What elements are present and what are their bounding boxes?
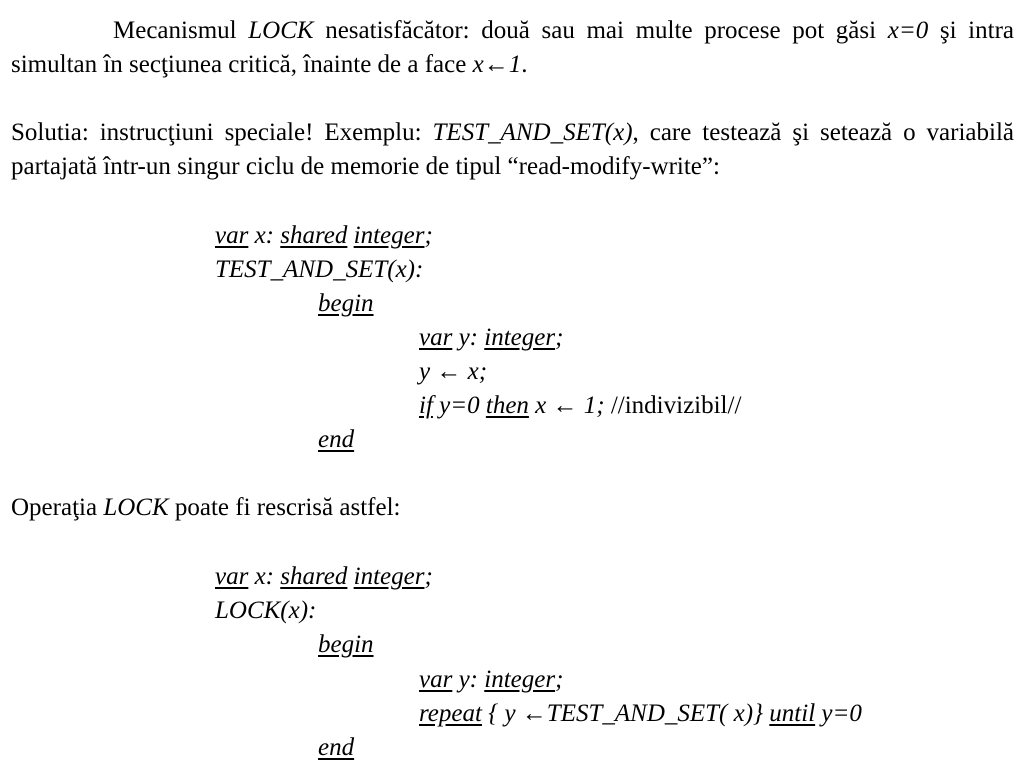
text: Mecanismul [113, 17, 249, 44]
code-text: y ← x; [419, 358, 488, 385]
function-signature: TEST_AND_SET(x): [215, 256, 424, 283]
code-text: ; [555, 666, 564, 693]
keyword-shared: shared [280, 222, 348, 249]
lock-term: LOCK [248, 17, 314, 44]
keyword-begin: begin [318, 631, 374, 658]
keyword-then: then [485, 392, 529, 419]
keyword-end: end [318, 426, 355, 453]
code-line-local-decl: var y: integer; [419, 321, 563, 355]
code-line-shared-decl: var x: shared integer; [215, 219, 433, 253]
code-line-repeat: repeat { y ←TEST_AND_SET( x)} until y=0 [419, 697, 862, 731]
keyword-repeat: repeat [419, 700, 482, 727]
code-line-end: end [318, 423, 354, 457]
keyword-integer: integer [484, 666, 556, 693]
code-text: ; [555, 324, 564, 351]
code-line-end: end [318, 731, 354, 765]
keyword-integer: integer [353, 222, 425, 249]
text: şi intra simultan în secţiunea critică, … [11, 17, 1014, 78]
lock-term: LOCK [103, 494, 169, 521]
text: . [521, 51, 528, 78]
code-line-local-decl: var y: integer; [419, 663, 563, 697]
keyword-var: var [419, 324, 453, 351]
text: Solutia: instrucţiuni speciale! Exemplu: [11, 119, 433, 146]
paragraph-solution: Solutia: instrucţiuni speciale! Exemplu:… [11, 116, 1014, 184]
keyword-begin: begin [318, 290, 374, 317]
code-line-func-name: TEST_AND_SET(x): [215, 253, 423, 287]
code-text: y: [452, 324, 485, 351]
x-zero-term: x=0 [887, 17, 929, 44]
assign-term: x←1 [472, 51, 522, 78]
text: nesatisfăcător: două sau mai multe proce… [313, 17, 888, 44]
code-text: { y ←TEST_AND_SET( x)} [481, 700, 770, 727]
code-line-assign: y ← x; [419, 355, 487, 389]
keyword-integer: integer [353, 563, 425, 590]
code-text: ; [424, 563, 433, 590]
keyword-until: until [769, 700, 816, 727]
paragraph-lock-rewrite: Operaţia LOCK poate fi rescrisă astfel: [11, 491, 1014, 525]
text: , care testează şi setează o variabilă p… [11, 119, 1015, 180]
keyword-end: end [318, 734, 355, 761]
function-signature: LOCK(x): [215, 597, 317, 624]
text: Operaţia [11, 494, 104, 521]
code-comment: //indivizibil// [604, 392, 742, 419]
keyword-shared: shared [280, 563, 348, 590]
keyword-if: if [419, 392, 433, 419]
code-text: x ← 1; [528, 392, 605, 419]
code-line-begin: begin [318, 628, 374, 662]
code-text: ; [424, 222, 433, 249]
code-line-func-name: LOCK(x): [215, 594, 316, 628]
test-and-set-term: TEST_AND_SET(x) [432, 119, 633, 146]
code-text: y=0 [815, 700, 862, 727]
keyword-integer: integer [484, 324, 556, 351]
code-text: x: [248, 222, 281, 249]
code-line-begin: begin [318, 287, 374, 321]
text: poate fi rescrisă astfel: [168, 494, 401, 521]
keyword-var: var [215, 563, 249, 590]
code-line-shared-decl: var x: shared integer; [215, 560, 433, 594]
keyword-var: var [419, 666, 453, 693]
paragraph-lock-unsatisfactory: Mecanismul LOCK nesatisfăcător: două sau… [11, 14, 1014, 82]
code-text: y=0 [432, 392, 486, 419]
code-text: y: [452, 666, 485, 693]
keyword-var: var [215, 222, 249, 249]
code-text: x: [248, 563, 281, 590]
code-line-if: if y=0 then x ← 1; //indivizibil// [419, 389, 741, 423]
